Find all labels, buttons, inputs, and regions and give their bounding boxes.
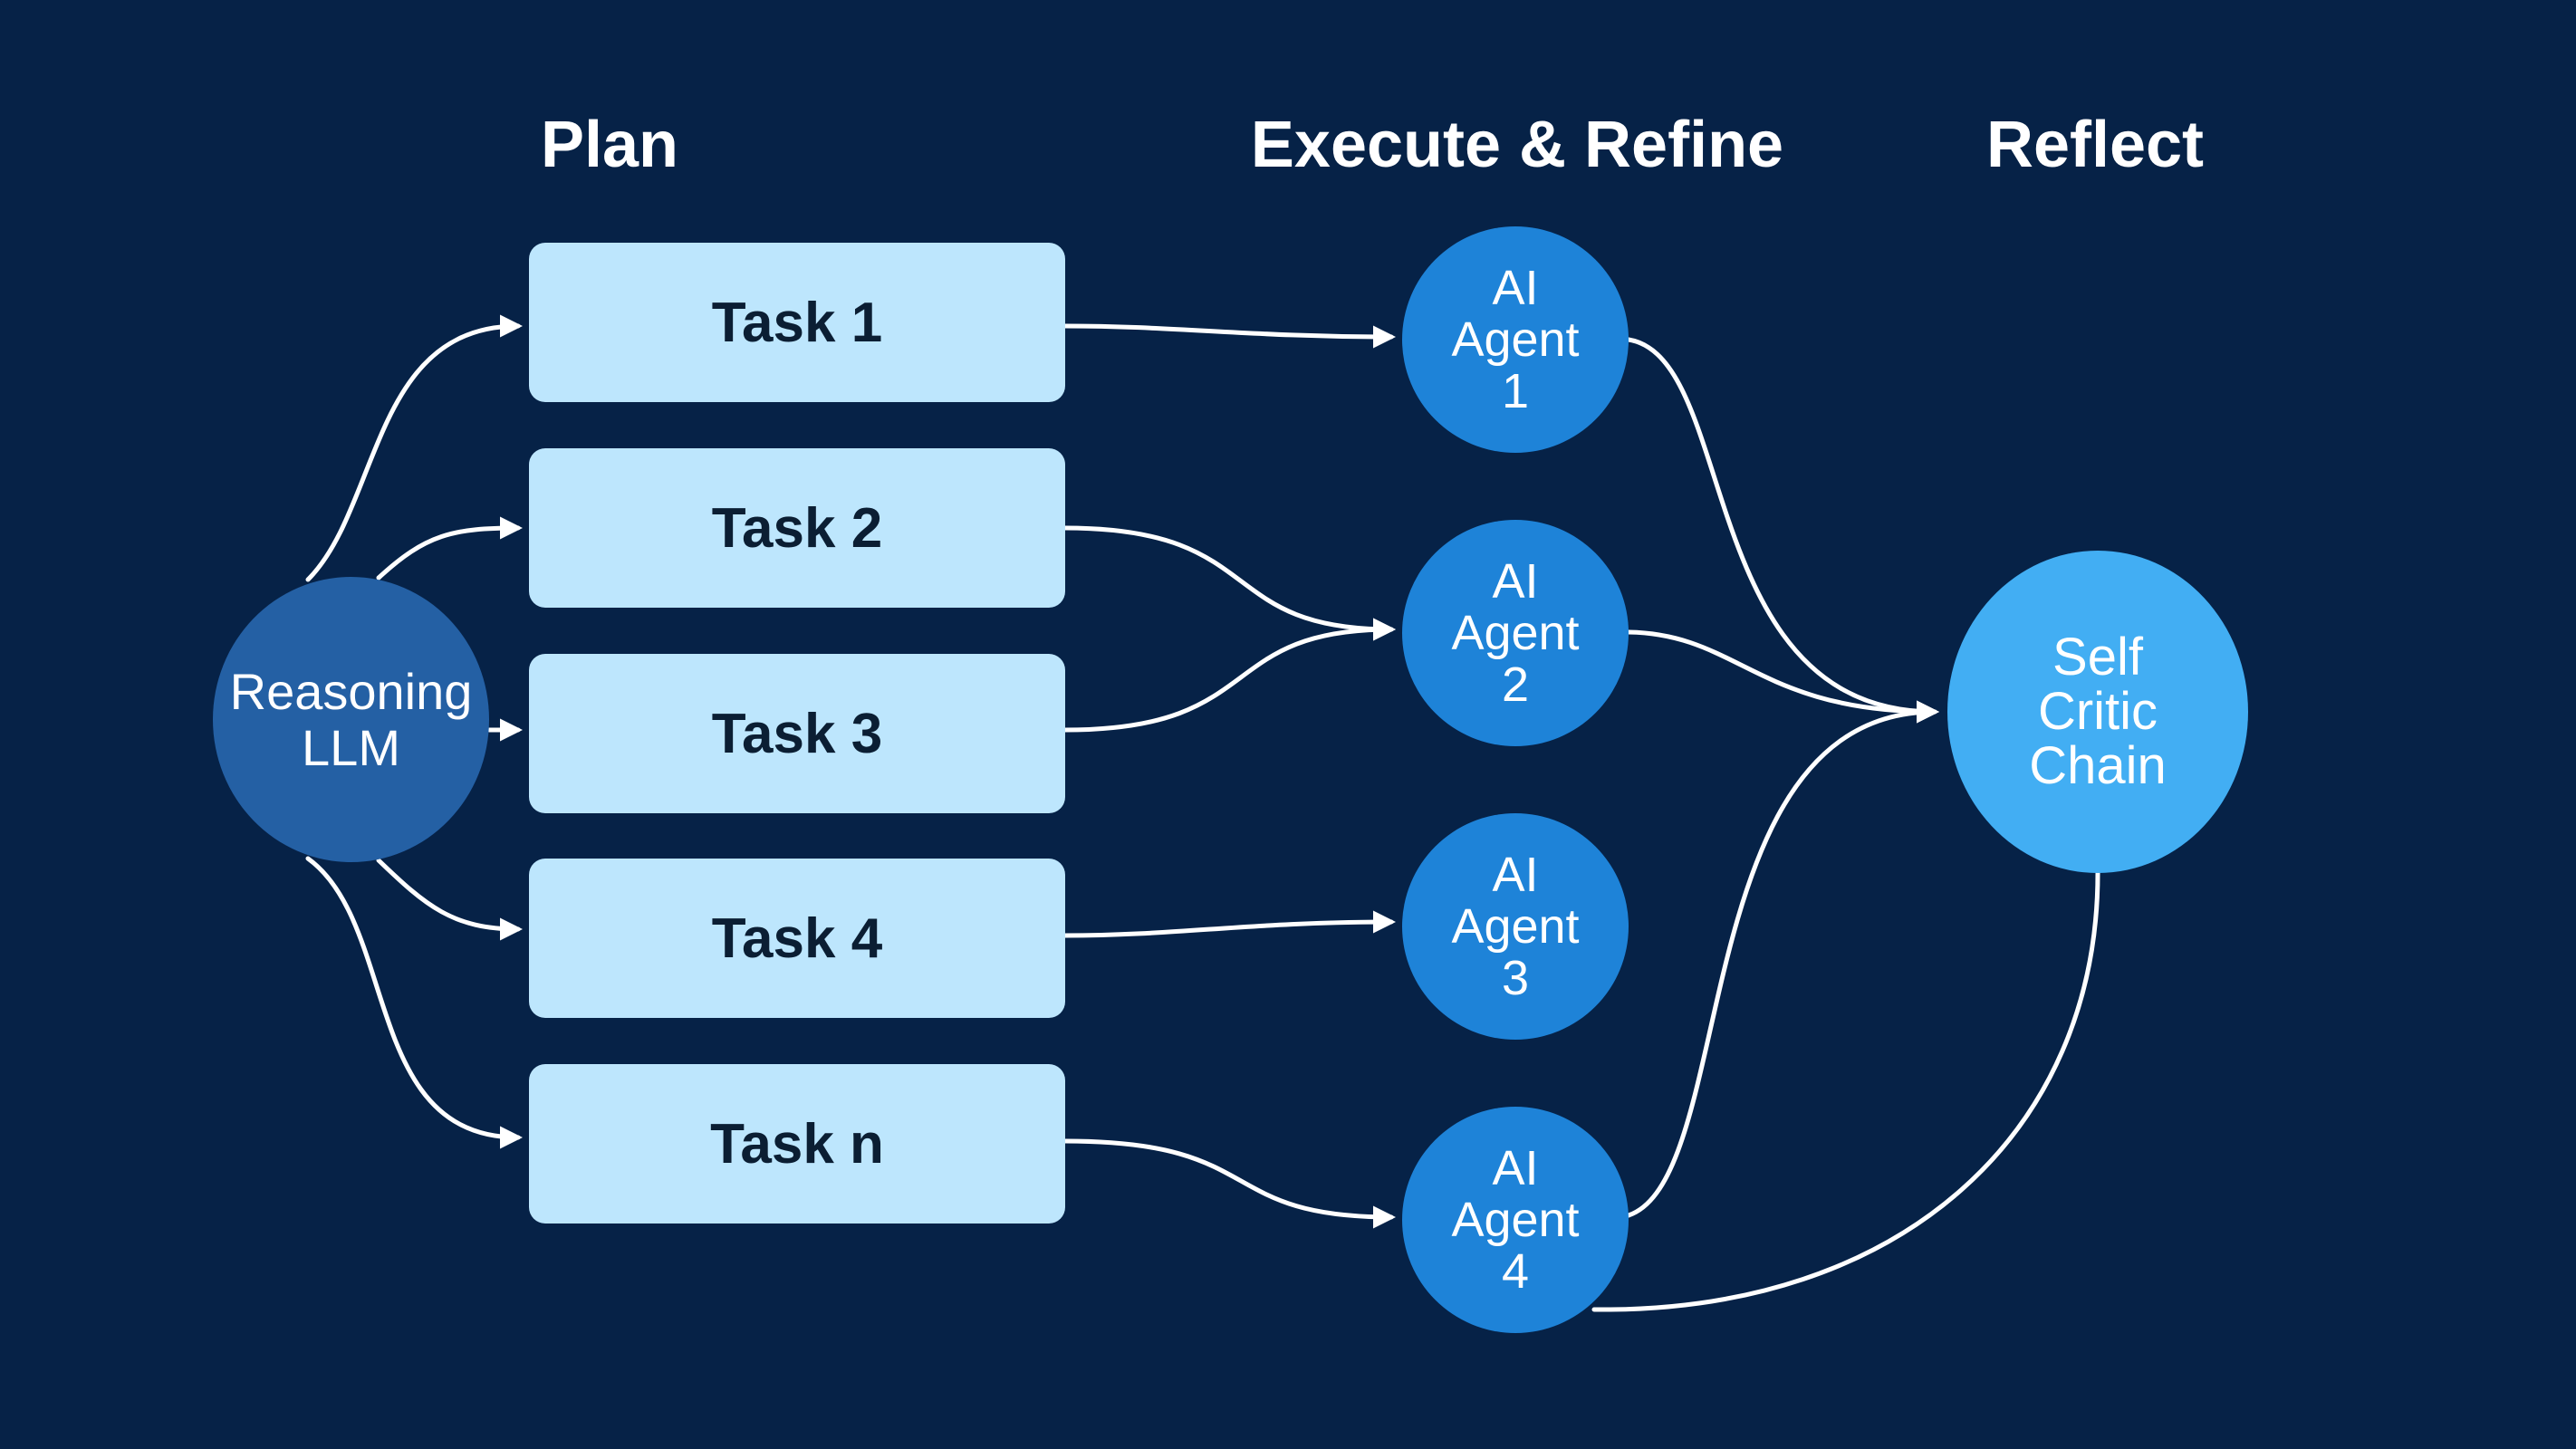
ai-agent-1-line-3: 1 <box>1501 363 1530 418</box>
heading-execute-refine: Execute & Refine <box>1250 109 1784 181</box>
connector-llm-task-n <box>305 856 523 1149</box>
ai-agent-3-line-1: AI <box>1492 847 1539 902</box>
ai-agent-2-line-2: Agent <box>1451 605 1580 660</box>
connector-llm-task-4 <box>376 858 523 941</box>
ai-agent-node-3: AI Agent 3 <box>1402 813 1629 1040</box>
ai-agent-1-line-1: AI <box>1492 260 1539 315</box>
connector-agent-1-critic <box>1626 337 1939 724</box>
connector-critic-feedback-agent-4 <box>1591 870 2100 1312</box>
ai-agent-node-2: AI Agent 2 <box>1402 520 1629 746</box>
heading-plan: Plan <box>540 109 679 181</box>
ai-agent-4-line-1: AI <box>1492 1140 1539 1195</box>
connector-agent-4-critic <box>1626 700 1939 1218</box>
heading-reflect: Reflect <box>1985 109 2205 181</box>
task-box-2: Task 2 <box>529 448 1065 608</box>
ai-agent-2-line-1: AI <box>1492 553 1539 609</box>
ai-agent-2-line-3: 2 <box>1501 657 1530 712</box>
task-box-1: Task 1 <box>529 243 1065 402</box>
ai-agent-1-line-2: Agent <box>1451 312 1580 367</box>
connector-task-2-agent-2 <box>1062 525 1396 641</box>
connector-llm-task-1 <box>305 314 523 582</box>
self-critic-chain-node: Self Critic Chain <box>1947 551 2248 873</box>
connector-task-1-agent-1 <box>1062 323 1396 349</box>
reasoning-llm-label-line-1: Reasoning <box>229 662 473 720</box>
ai-agent-4-line-2: Agent <box>1451 1192 1580 1247</box>
ai-agent-node-1: AI Agent 1 <box>1402 226 1629 453</box>
self-critic-line-3: Chain <box>2029 736 2167 795</box>
task-box-n: Task n <box>529 1064 1065 1223</box>
self-critic-line-2: Critic <box>2037 682 2158 741</box>
connector-task-4-agent-3 <box>1062 910 1396 938</box>
self-critic-line-1: Self <box>2052 628 2143 686</box>
ai-agent-3-line-2: Agent <box>1451 898 1580 954</box>
ai-agent-3-line-3: 3 <box>1501 950 1530 1005</box>
reasoning-llm-label-line-2: LLM <box>302 718 400 776</box>
ai-agent-node-4: AI Agent 4 <box>1402 1107 1629 1333</box>
connector-llm-task-2 <box>376 516 523 581</box>
connector-task-3-agent-2 <box>1062 618 1396 733</box>
ai-agent-4-line-3: 4 <box>1501 1243 1530 1299</box>
reasoning-llm-node: Reasoning LLM <box>213 577 489 862</box>
connector-agent-2-critic <box>1626 629 1939 724</box>
connector-task-n-agent-4 <box>1062 1138 1396 1229</box>
task-box-4: Task 4 <box>529 859 1065 1018</box>
task-box-3: Task 3 <box>529 654 1065 813</box>
